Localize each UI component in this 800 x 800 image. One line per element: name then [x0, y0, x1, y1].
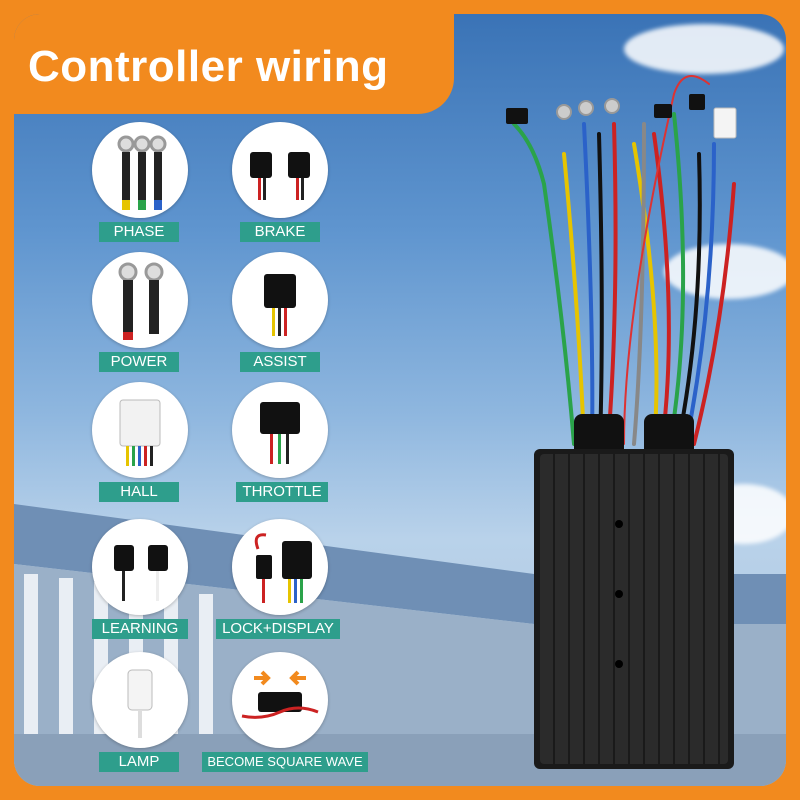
lamp-connector-icon	[92, 652, 188, 748]
throttle-label: THROTTLE	[236, 482, 328, 502]
page-title: Controller wiring	[28, 42, 389, 91]
learning-label: LEARNING	[92, 619, 188, 639]
throttle-connector-icon	[232, 382, 328, 478]
hall-connector-icon	[92, 382, 188, 478]
lock-display-connector-icon	[232, 519, 328, 615]
sky-background: Controller wiring PHASE BRAKE	[14, 14, 786, 786]
power-connector-icon	[92, 252, 188, 348]
title-banner	[14, 14, 454, 114]
lamp-label: LAMP	[99, 752, 179, 772]
phase-connector-icon	[92, 122, 188, 218]
phase-label: PHASE	[99, 222, 179, 242]
square-wave-label: BECOME SQUARE WAVE	[202, 752, 368, 772]
motor-controller-image	[506, 75, 737, 769]
brake-connector-icon	[232, 122, 328, 218]
learning-connector-icon	[92, 519, 188, 615]
assist-connector-icon	[232, 252, 328, 348]
lock-display-label: LOCK+DISPLAY	[216, 619, 340, 639]
square-wave-connector-icon	[232, 652, 328, 748]
brake-label: BRAKE	[240, 222, 320, 242]
power-label: POWER	[99, 352, 179, 372]
assist-label: ASSIST	[240, 352, 320, 372]
cloud	[624, 24, 784, 74]
hall-label: HALL	[99, 482, 179, 502]
